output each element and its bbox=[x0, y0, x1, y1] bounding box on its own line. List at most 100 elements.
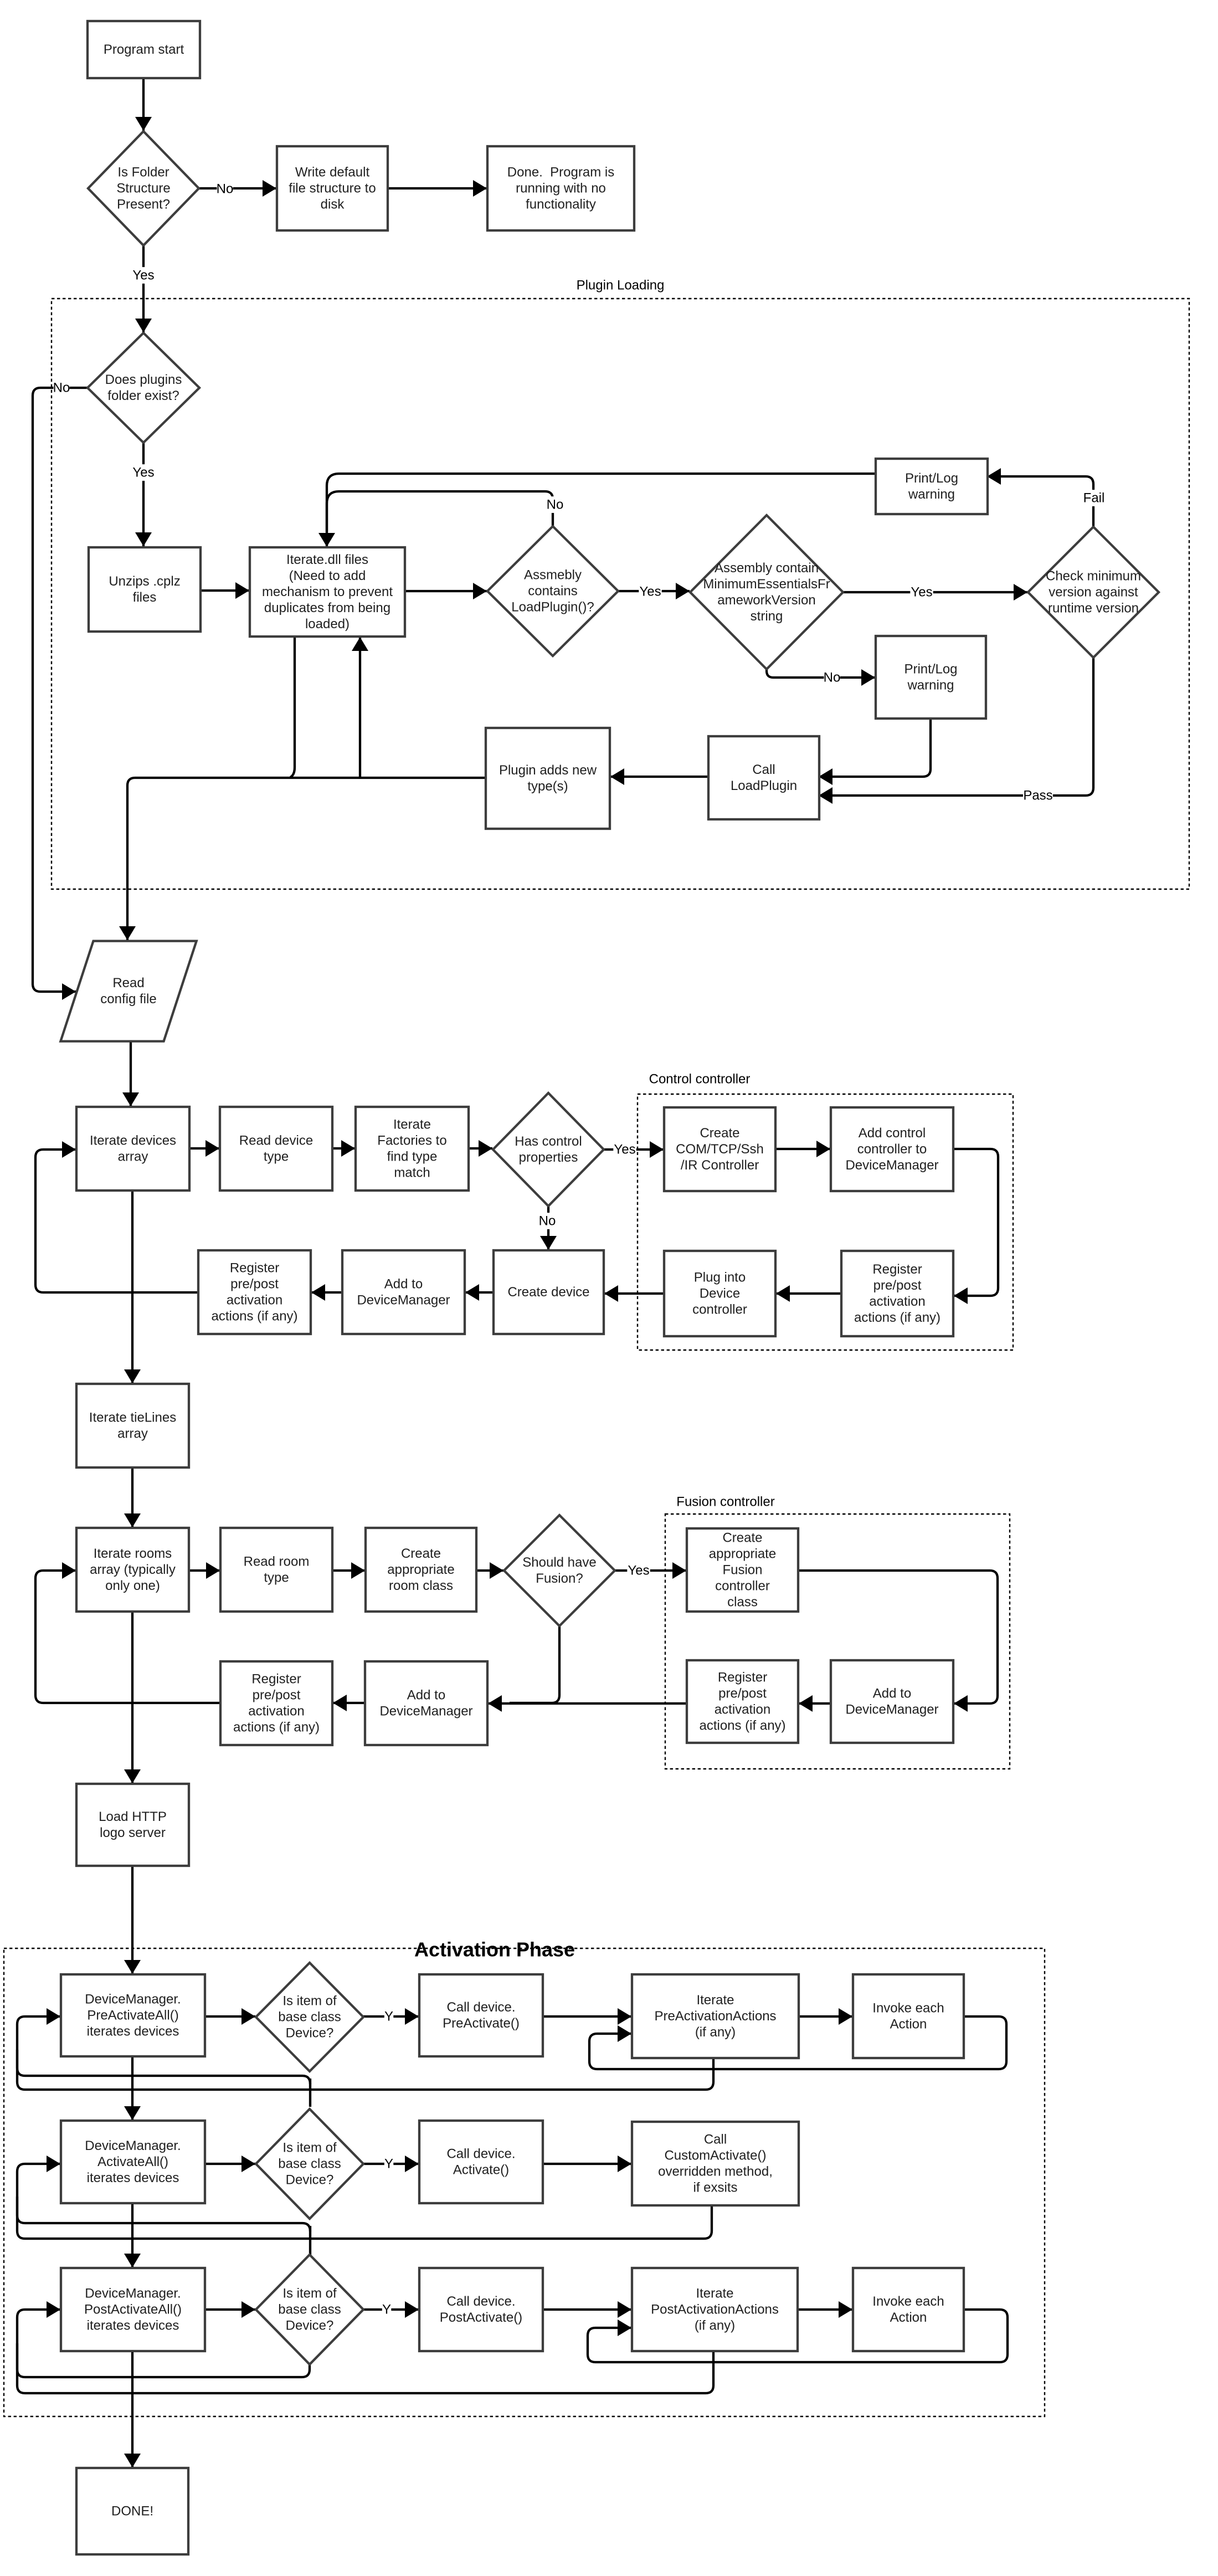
svg-text:Should have: Should have bbox=[522, 1555, 596, 1570]
svg-text:warning: warning bbox=[908, 487, 955, 502]
svg-text:PreActivate(): PreActivate() bbox=[443, 2016, 520, 2031]
svg-text:array (typically: array (typically bbox=[90, 1562, 176, 1577]
svg-text:string: string bbox=[751, 609, 783, 624]
svg-text:Print/Log: Print/Log bbox=[904, 662, 957, 677]
svg-text:Read: Read bbox=[112, 976, 144, 991]
svg-text:pre/post: pre/post bbox=[253, 1688, 301, 1703]
svg-text:Y: Y bbox=[384, 2009, 393, 2024]
svg-text:Write default: Write default bbox=[295, 165, 370, 180]
svg-text:Call: Call bbox=[752, 762, 775, 777]
svg-text:pre/post: pre/post bbox=[873, 1278, 922, 1293]
svg-text:Register: Register bbox=[251, 1672, 301, 1687]
svg-text:contains: contains bbox=[528, 584, 577, 599]
svg-text:CustomActivate(): CustomActivate() bbox=[664, 2148, 766, 2163]
svg-text:Fail: Fail bbox=[1083, 491, 1105, 506]
svg-text:base class: base class bbox=[278, 2302, 341, 2317]
svg-text:PreActivationActions: PreActivationActions bbox=[654, 2009, 776, 2024]
svg-text:Device: Device bbox=[700, 1286, 740, 1301]
svg-text:Fusion: Fusion bbox=[722, 1563, 762, 1578]
svg-text:file structure to: file structure to bbox=[289, 181, 376, 196]
svg-text:appropriate: appropriate bbox=[709, 1547, 776, 1562]
svg-text:Register: Register bbox=[718, 1670, 767, 1685]
svg-text:Call device.: Call device. bbox=[446, 2000, 515, 2015]
svg-text:DeviceManager: DeviceManager bbox=[379, 1704, 472, 1719]
svg-text:iterates devices: iterates devices bbox=[87, 2170, 179, 2185]
svg-text:array: array bbox=[118, 1150, 148, 1164]
svg-text:match: match bbox=[394, 1166, 430, 1181]
svg-text:Device?: Device? bbox=[286, 2173, 334, 2188]
svg-text:runtime version: runtime version bbox=[1048, 601, 1139, 616]
svg-text:No: No bbox=[824, 670, 841, 685]
svg-text:iterates devices: iterates devices bbox=[87, 2024, 179, 2039]
svg-text:Activate(): Activate() bbox=[453, 2163, 509, 2178]
svg-text:Program start: Program start bbox=[104, 42, 184, 57]
svg-text:LoadPlugin: LoadPlugin bbox=[731, 778, 797, 793]
svg-text:Iterate: Iterate bbox=[696, 2286, 733, 2301]
svg-text:Action: Action bbox=[890, 2017, 927, 2032]
svg-text:Device?: Device? bbox=[286, 2318, 334, 2333]
svg-text:type(s): type(s) bbox=[527, 779, 568, 794]
svg-text:controller to: controller to bbox=[857, 1142, 927, 1157]
svg-text:ameworkVersion: ameworkVersion bbox=[717, 593, 815, 608]
svg-text:Factories to: Factories to bbox=[377, 1133, 446, 1148]
svg-text:logo server: logo server bbox=[100, 1825, 166, 1840]
svg-text:activation: activation bbox=[248, 1704, 304, 1719]
svg-text:Pass: Pass bbox=[1023, 788, 1052, 803]
svg-text:Check minimum: Check minimum bbox=[1046, 569, 1141, 584]
svg-text:PostActivate(): PostActivate() bbox=[440, 2310, 522, 2325]
svg-text:Call device.: Call device. bbox=[446, 2147, 515, 2162]
svg-text:Yes: Yes bbox=[628, 1563, 649, 1578]
svg-text:Fusion?: Fusion? bbox=[536, 1571, 583, 1586]
svg-text:Add to: Add to bbox=[407, 1688, 445, 1703]
svg-text:disk: disk bbox=[321, 197, 345, 212]
svg-text:Print/Log: Print/Log bbox=[905, 471, 958, 486]
svg-text:class: class bbox=[727, 1595, 758, 1610]
svg-text:base class: base class bbox=[278, 2010, 341, 2025]
svg-text:No: No bbox=[539, 1214, 556, 1229]
svg-text:controller: controller bbox=[692, 1302, 747, 1317]
svg-text:Invoke each: Invoke each bbox=[872, 2001, 944, 2016]
svg-text:DeviceManager: DeviceManager bbox=[845, 1158, 938, 1173]
svg-text:Invoke each: Invoke each bbox=[872, 2294, 944, 2309]
svg-text:Unzips .cplz: Unzips .cplz bbox=[109, 574, 180, 589]
svg-text:LoadPlugin()?: LoadPlugin()? bbox=[511, 600, 594, 615]
svg-text:Plug into: Plug into bbox=[694, 1270, 746, 1285]
svg-text:Create: Create bbox=[722, 1531, 762, 1546]
svg-text:version against: version against bbox=[1049, 585, 1138, 600]
svg-text:Call: Call bbox=[704, 2132, 727, 2147]
svg-text:type: type bbox=[264, 1150, 289, 1164]
svg-text:(if any): (if any) bbox=[695, 2025, 736, 2040]
svg-text:properties: properties bbox=[519, 1150, 578, 1165]
svg-text:Y: Y bbox=[384, 2157, 393, 2172]
svg-text:MinimumEssentialsFr: MinimumEssentialsFr bbox=[703, 577, 830, 592]
svg-text:No: No bbox=[547, 497, 564, 512]
svg-text:room class: room class bbox=[389, 1578, 453, 1593]
svg-text:No: No bbox=[53, 381, 70, 396]
svg-text:Control controller: Control controller bbox=[649, 1072, 751, 1087]
svg-text:config file: config file bbox=[100, 992, 156, 1007]
svg-text:Iterate.dll files: Iterate.dll files bbox=[286, 552, 368, 567]
svg-text:Fusion controller: Fusion controller bbox=[676, 1495, 774, 1510]
svg-text:Assmebly: Assmebly bbox=[524, 568, 582, 583]
svg-text:Is Folder: Is Folder bbox=[117, 165, 169, 180]
svg-text:Read device: Read device bbox=[239, 1133, 313, 1148]
svg-text:warning: warning bbox=[907, 678, 954, 693]
svg-text:find type: find type bbox=[387, 1150, 438, 1164]
svg-text:Has control: Has control bbox=[515, 1134, 582, 1149]
svg-text:Is item of: Is item of bbox=[282, 2286, 337, 2301]
svg-text:pre/post: pre/post bbox=[718, 1686, 767, 1701]
svg-text:actions (if any): actions (if any) bbox=[233, 1720, 320, 1735]
svg-text:Load HTTP: Load HTTP bbox=[99, 1809, 167, 1824]
svg-text:COM/TCP/Ssh: COM/TCP/Ssh bbox=[676, 1142, 764, 1157]
svg-text:base class: base class bbox=[278, 2157, 341, 2172]
svg-text:controller: controller bbox=[715, 1579, 770, 1594]
svg-text:DeviceManager: DeviceManager bbox=[845, 1702, 938, 1717]
svg-text:Is item of: Is item of bbox=[282, 1994, 337, 2009]
svg-text:Present?: Present? bbox=[117, 197, 170, 212]
svg-text:Iterate tieLines: Iterate tieLines bbox=[89, 1410, 176, 1425]
svg-text:DeviceManager: DeviceManager bbox=[357, 1293, 450, 1308]
svg-text:Activation Phase: Activation Phase bbox=[414, 1938, 575, 1961]
svg-text:Add control: Add control bbox=[859, 1126, 926, 1141]
svg-text:activation: activation bbox=[869, 1294, 925, 1309]
svg-text:/IR Controller: /IR Controller bbox=[681, 1158, 759, 1173]
